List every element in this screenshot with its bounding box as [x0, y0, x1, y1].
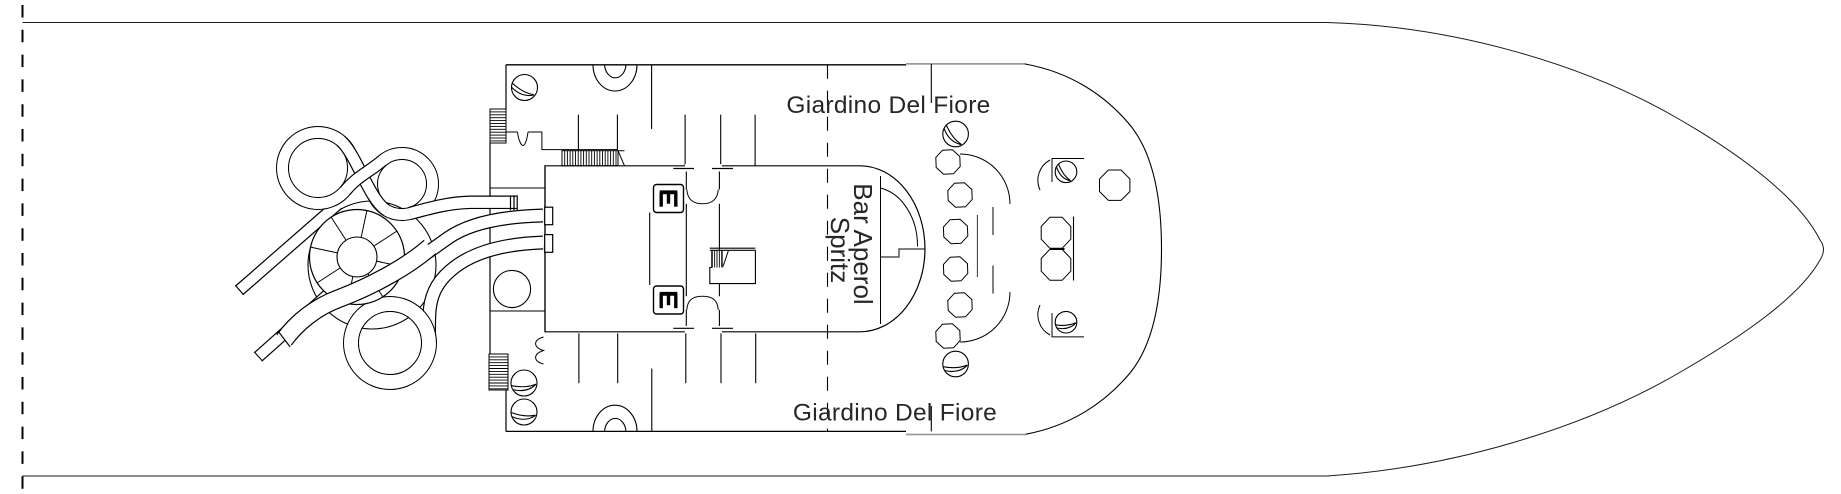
- svg-text:Giardino Del Fiore: Giardino Del Fiore: [793, 400, 997, 427]
- svg-text:Bar Aperol: Bar Aperol: [848, 183, 878, 304]
- svg-text:Spritz: Spritz: [825, 217, 855, 283]
- svg-text:Giardino Del Fiore: Giardino Del Fiore: [786, 92, 990, 119]
